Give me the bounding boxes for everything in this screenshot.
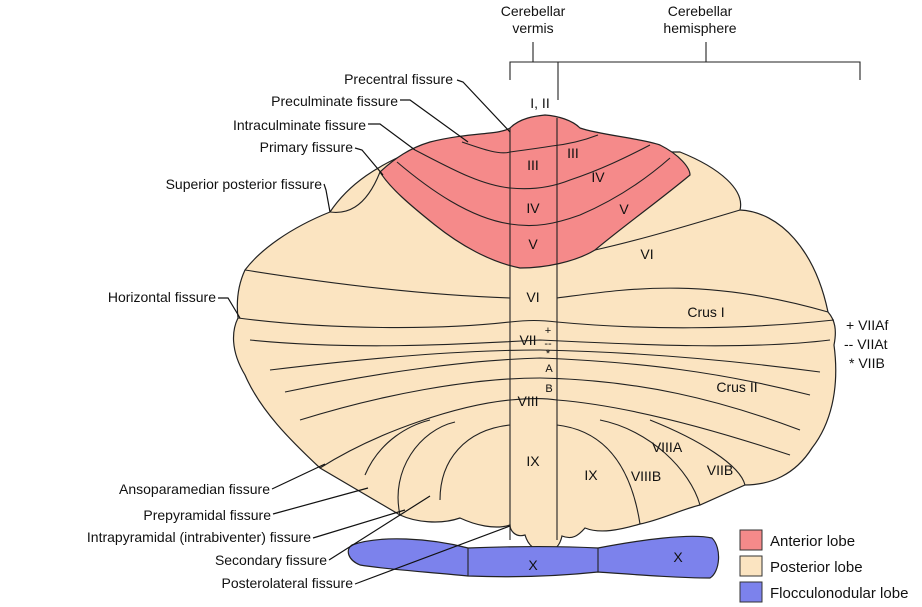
vermis-label-line2: vermis [512,20,553,36]
crus-ii-hemisphere: Crus II [716,379,757,395]
lobule-ix-hemisphere: IX [584,467,598,483]
intrapyramidal-fissure-label: Intrapyramidal (intrabiventer) fissure [87,529,311,545]
vii-subline-1 [249,339,831,347]
lobule-x-hemisphere: X [673,549,683,565]
lobule-iv-hemisphere: IV [591,169,605,185]
intraculminate-fissure-leader [368,123,416,151]
bracket-group: Cerebellar vermis Cerebellar hemisphere [501,3,861,100]
secondary-fissure-label: Secondary fissure [215,552,327,568]
legend-label-flocculonodular: Flocculonodular lobe [770,585,908,602]
primary-fissure-left [329,171,381,213]
lobule-viiib: VIIIB [631,468,661,484]
lobule-iv-vermis: IV [526,200,540,216]
vii-star-mark: * [546,348,551,360]
superior-posterior-fissure-label: Superior posterior fissure [166,176,323,192]
viii-b-mark: B [545,383,552,395]
hemisphere-label-line1: Cerebellar [668,3,733,19]
lobule-v-vermis: V [528,236,538,252]
lobule-vii: VII [519,332,536,348]
intraculminate-line [396,157,671,227]
lobule-vi-vermis: VI [526,289,539,305]
horizontal-fissure-vermis [509,319,558,323]
folium-right-2 [599,419,701,506]
vii-dash-mark: -- [544,338,552,350]
legend-label-anterior: Anterior lobe [770,533,855,550]
preculminate-fissure-label: Preculminate fissure [271,93,398,109]
lobule-vi-hemisphere: VI [640,246,653,262]
posterolateral-fissure-label: Posterolateral fissure [221,575,353,591]
superior-posterior-fissure-leader [323,183,331,213]
legend-label-posterior: Posterior lobe [770,559,863,576]
precentral-fissure-label: Precentral fissure [344,71,453,87]
vii-key: + VIIAf -- VIIAt * VIIB [844,317,889,371]
folium-left-3 [439,424,511,501]
ansoparamedian-fissure-leader [271,463,326,490]
legend: Anterior lobe Posterior lobe Flocculonod… [739,529,908,603]
horizontal-fissure-left [237,317,511,329]
intraculminate-fissure-label: Intraculminate fissure [233,117,366,133]
crus-i-label: Crus I [687,304,724,320]
precentral-fissure-leader [456,79,511,133]
folium-right-3 [649,419,746,486]
intrapyramidal-fissure-leader [312,509,406,539]
posterolateral-fissure-leader [354,525,511,585]
lobule-viii: VIII [517,393,538,409]
sup-post-fissure-right [556,287,829,313]
lobule-labels: I, II III III IV IV V V VI VI Crus I Cru… [517,95,757,573]
vermis-label-line1: Cerebellar [501,3,566,19]
lobule-v-hemisphere: V [619,201,629,217]
anterior-lobe [379,114,691,269]
horizontal-fissure-leader [218,297,241,319]
vii-key-star: * VIIB [849,355,885,371]
legend-swatch-flocculonodular [739,581,763,603]
flocculonodular-lobe [347,535,720,579]
primary-fissure-label: Primary fissure [260,139,354,155]
prepyramidal-line [319,397,791,469]
vii-key-plus: + VIIAf [846,317,889,333]
legend-swatch-anterior [739,529,763,551]
lobule-iii-vermis: III [527,157,539,173]
folium-right-1 [556,424,641,525]
secondary-fissure-leader [328,495,431,561]
prepyramidal-fissure-label: Prepyramidal fissure [143,507,271,523]
precentral-line [461,134,599,154]
viii-subline [299,377,801,431]
prepyramidal-fissure-leader [272,487,369,515]
sup-post-fissure-left [244,269,511,299]
ansoparamedian-fissure-label: Ansoparamedian fissure [119,481,270,497]
vii-plus-mark: + [545,325,551,337]
vii-key-dash: -- VIIAt [844,336,888,352]
primary-fissure-right [594,209,741,251]
lobule-x-vermis: X [528,557,538,573]
preculminate-line [414,144,651,190]
fissure-labels: Precentral fissure Preculminate fissure … [87,71,511,591]
folium-left-2 [397,421,456,516]
lobule-viiia: VIIIA [652,439,683,455]
vii-subline-2 [269,349,821,373]
primary-fissure-leader [354,147,384,176]
legend-swatch-posterior [739,555,763,577]
lobule-iii-hemisphere: III [567,145,579,161]
hemisphere-label-line2: hemisphere [663,20,736,36]
horizontal-fissure-right [556,319,835,329]
vii-subline-3 [284,357,811,396]
posterior-lobe-body [233,151,837,551]
horizontal-fissure-label: Horizontal fissure [108,289,216,305]
preculminate-fissure-leader [400,99,469,143]
top-bracket [509,61,861,80]
lobule-i-ii: I, II [530,95,549,111]
lobule-ix-vermis: IX [526,453,540,469]
viii-a-mark: A [545,363,553,375]
lobule-viib: VIIB [707,462,733,478]
folium-left-1 [364,419,431,476]
